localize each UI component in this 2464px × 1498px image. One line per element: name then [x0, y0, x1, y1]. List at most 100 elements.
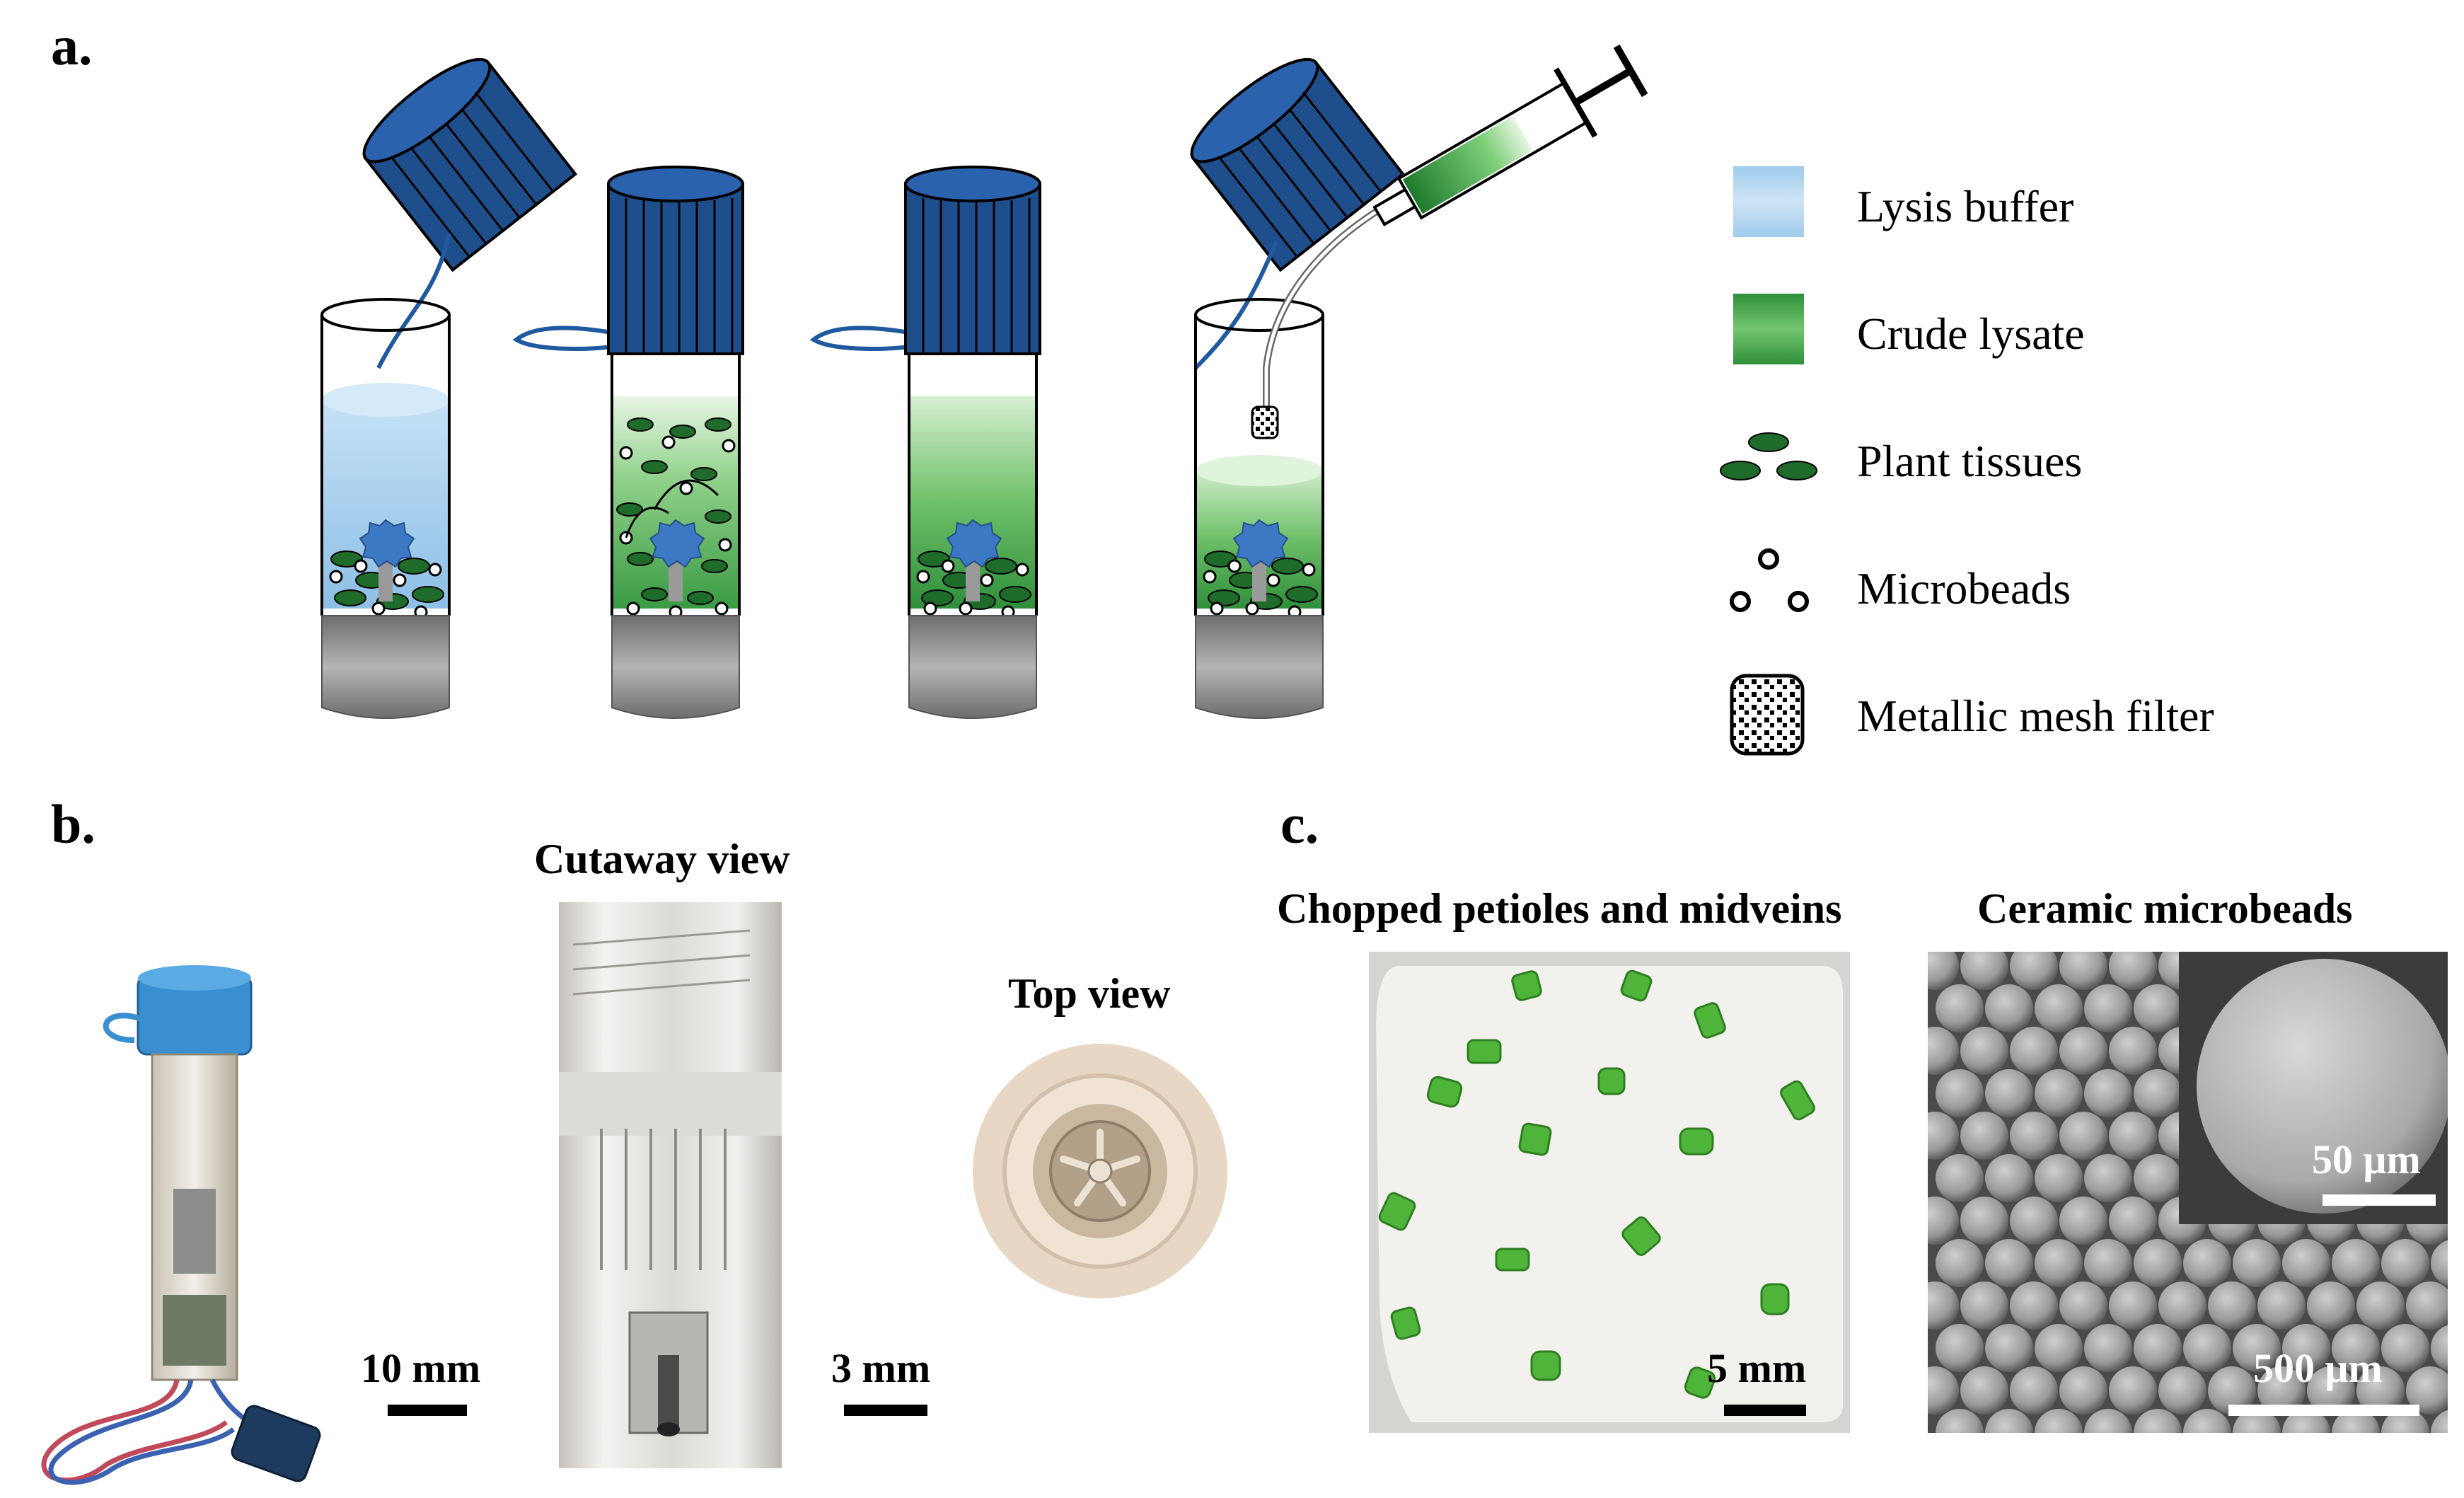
legend-label-lysis-buffer: Lysis buffer [1857, 181, 2074, 231]
bead [2356, 1281, 2405, 1330]
bead [1928, 1366, 1959, 1415]
bead [2183, 1239, 2231, 1287]
bead [2208, 1366, 2256, 1415]
scale-label-cutaway: 3 mm [831, 1345, 931, 1391]
scale-bar-cutaway [844, 1405, 927, 1416]
bead [2059, 1027, 2107, 1075]
legend-label-plant-tissues: Plant tissues [1857, 436, 2083, 486]
tube-2 [512, 166, 744, 719]
bead [2059, 1112, 2107, 1160]
legend-label-mesh-filter: Metallic mesh filter [1857, 691, 2214, 741]
bead [2356, 1366, 2405, 1415]
bead [2084, 1154, 2132, 1202]
bead [2233, 1239, 2281, 1287]
bead [2282, 1324, 2330, 1372]
scale-label-petioles: 5 mm [1707, 1345, 1807, 1391]
scale-bar-beads [2228, 1405, 2419, 1416]
bead [2010, 1112, 2058, 1160]
bead [1928, 1112, 1959, 1160]
bead [2084, 1409, 2132, 1433]
bead [2431, 1410, 2448, 1433]
bead [2109, 952, 2157, 990]
bead [2332, 1239, 2380, 1287]
bead [2109, 1366, 2157, 1415]
panel-label-b: b. [51, 793, 96, 855]
bead [1936, 984, 1984, 1032]
bead [2109, 1281, 2157, 1330]
bead [1985, 1154, 2033, 1202]
bead [1960, 1027, 2008, 1075]
bead [2431, 1325, 2448, 1371]
bead [2406, 1366, 2448, 1415]
bead [1928, 1027, 1959, 1075]
bead [2084, 1239, 2132, 1287]
bead [2183, 1324, 2231, 1372]
bead [2134, 1154, 2182, 1202]
bead [2257, 1281, 2306, 1330]
bead [2084, 1324, 2132, 1372]
bead [2158, 1281, 2206, 1330]
bead [2158, 1366, 2206, 1415]
cutaway-photo [559, 902, 782, 1468]
petioles-photo [1369, 952, 1850, 1433]
legend-label-microbeads: Microbeads [1857, 563, 2071, 613]
bead [2010, 1027, 2058, 1075]
bead [1936, 1069, 1984, 1117]
scale-bar-inset [2323, 1194, 2436, 1206]
bead [1985, 1324, 2033, 1372]
bead [2282, 1239, 2330, 1287]
bead [2059, 1281, 2107, 1330]
lysis-buffer-swatch [1733, 166, 1804, 237]
bead [2332, 1324, 2380, 1372]
mesh-filter-icon [1730, 674, 1805, 756]
workflow-schematic [320, 44, 1648, 719]
scale-bar-petioles [1724, 1405, 1806, 1416]
scale-label-device: 10 mm [361, 1345, 481, 1391]
bead [2035, 1324, 2083, 1372]
bead [2010, 1197, 2058, 1245]
bead [2035, 1154, 2083, 1202]
top-view-title: Top view [1008, 970, 1171, 1017]
crude-lysate-swatch [1733, 294, 1804, 364]
microbeads-icon [1730, 548, 1809, 612]
tube-3 [809, 166, 1041, 719]
cutaway-view-title: Cutaway view [534, 836, 790, 882]
bead [2134, 1069, 2182, 1117]
bead [1985, 984, 2033, 1032]
panel-label-a: a. [51, 15, 93, 76]
bead [2134, 984, 2182, 1032]
bead [1960, 1281, 2008, 1330]
bead [2084, 1069, 2132, 1117]
bead [1960, 952, 2008, 990]
bead [2109, 1027, 2157, 1075]
bead [2084, 984, 2132, 1032]
bead [2059, 1197, 2107, 1245]
legend-icons [1720, 166, 1817, 756]
bead [2059, 1366, 2107, 1415]
bead [2381, 1324, 2429, 1372]
petioles-title: Chopped petioles and midveins [1277, 885, 1842, 932]
bead [2010, 1281, 2058, 1330]
bead [1960, 1197, 2008, 1245]
bead [2134, 1409, 2182, 1433]
bead [1985, 1069, 2033, 1117]
panel-label-c: c. [1280, 793, 1319, 855]
bead [2109, 1197, 2157, 1245]
bead [2381, 1239, 2429, 1287]
tube-4 [1190, 57, 1406, 719]
bead [1936, 1154, 1984, 1202]
bead [1985, 1409, 2033, 1433]
bead [2035, 1069, 2083, 1117]
bead [2406, 1281, 2448, 1330]
bead [2010, 952, 2058, 990]
bead [2431, 1240, 2448, 1286]
bead [1936, 1324, 1984, 1372]
bead [1960, 1366, 2008, 1415]
scale-label-beads: 500 μm [2253, 1345, 2383, 1391]
bead [2233, 1324, 2281, 1372]
bead [2134, 1324, 2182, 1372]
bead [2307, 1281, 2355, 1330]
bead [2109, 1112, 2157, 1160]
bead [2257, 1366, 2306, 1415]
beads-title: Ceramic microbeads [1977, 885, 2353, 932]
